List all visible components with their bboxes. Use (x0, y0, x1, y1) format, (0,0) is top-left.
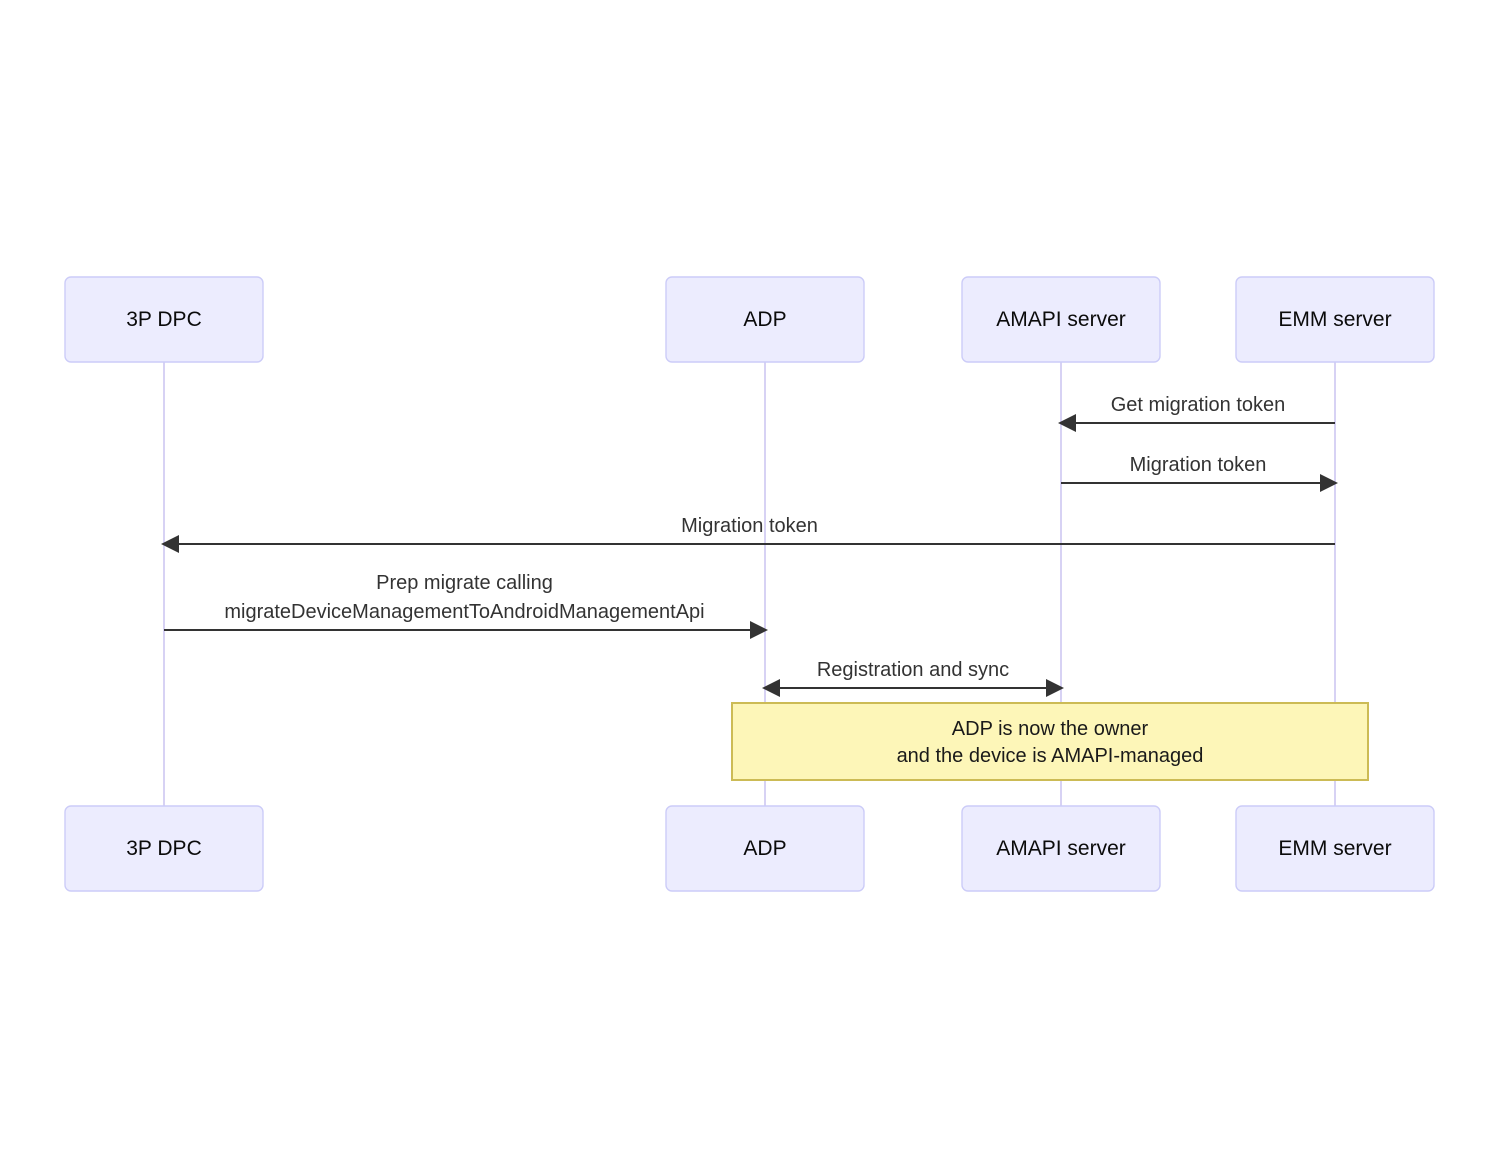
actor-label-emm-bottom: EMM server (1278, 837, 1391, 860)
message-label-m5: Registration and sync (817, 659, 1009, 681)
message-label-m3: Migration token (681, 515, 818, 537)
note-text-n1: and the device is AMAPI-managed (897, 745, 1204, 767)
actor-box-adp-top[interactable] (665, 276, 865, 363)
actor-label-amapi-top: AMAPI server (996, 308, 1126, 331)
actor-box-emm-bottom[interactable] (1235, 805, 1435, 892)
actor-box-emm-top[interactable] (1235, 276, 1435, 363)
actor-box-adp-bottom[interactable] (665, 805, 865, 892)
actor-label-dpc-bottom: 3P DPC (126, 837, 201, 860)
actor-label-dpc-top: 3P DPC (126, 308, 201, 331)
note-text-n1: ADP is now the owner (952, 718, 1149, 740)
actor-label-emm-top: EMM server (1278, 308, 1391, 331)
actor-label-amapi-bottom: AMAPI server (996, 837, 1126, 860)
actor-box-dpc-top[interactable] (64, 276, 264, 363)
actors-top-group: 3P DPC ADP AMAPI server EMM server (64, 276, 1435, 363)
notes-group: ADP is now the owner and the device is AM… (731, 702, 1369, 781)
note-box-n1 (731, 702, 1369, 781)
actor-box-amapi-top[interactable] (961, 276, 1161, 363)
message-label-m4: Prep migrate calling (376, 572, 553, 594)
actor-box-dpc-bottom[interactable] (64, 805, 264, 892)
actor-box-amapi-bottom[interactable] (961, 805, 1161, 892)
actors-bottom-group: 3P DPC ADP AMAPI server EMM server (64, 805, 1435, 892)
message-label-m1: Get migration token (1111, 394, 1286, 416)
message-label-m4: migrateDeviceManagementToAndroidManageme… (224, 601, 704, 623)
actor-label-adp-bottom: ADP (743, 837, 786, 860)
message-label-m2: Migration token (1130, 454, 1267, 476)
actor-label-adp-top: ADP (743, 308, 786, 331)
